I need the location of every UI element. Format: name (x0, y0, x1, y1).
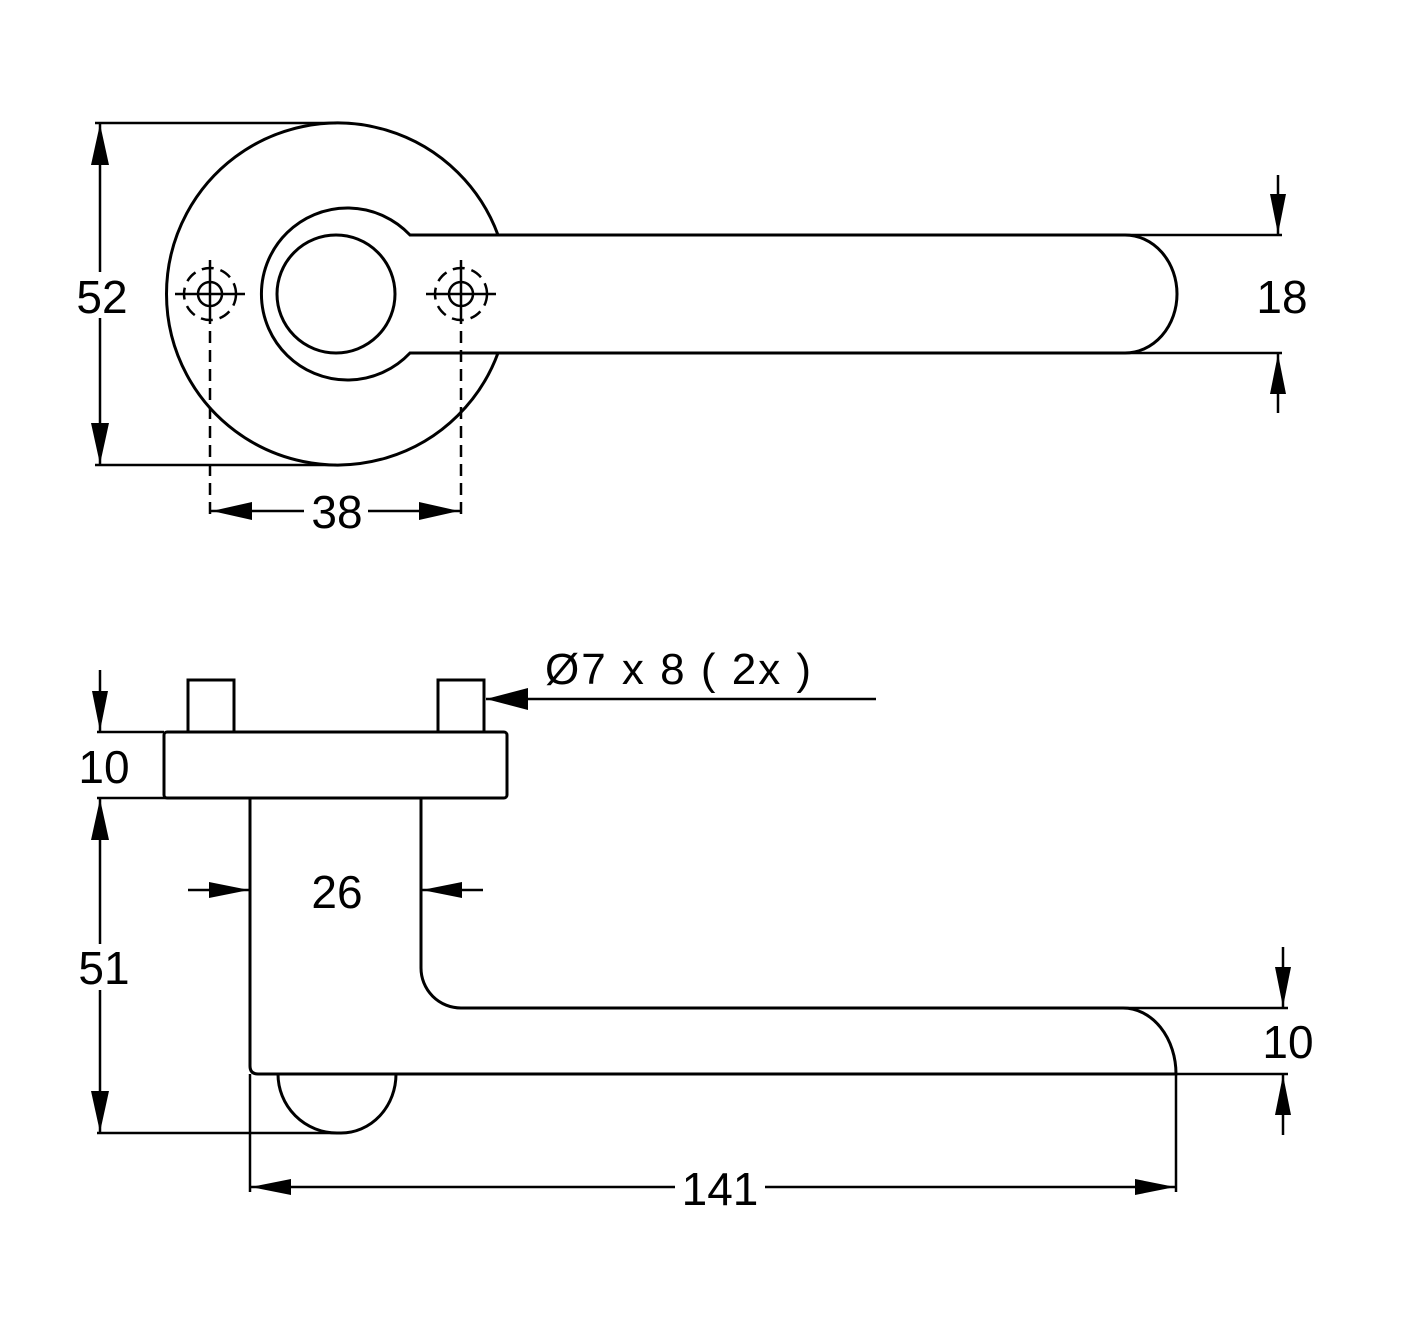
dim-26-label: 26 (311, 866, 362, 918)
rose-plate (162, 730, 509, 800)
screw-note-label: Ø7 x 8 ( 2x ) (545, 645, 813, 694)
lever-collar (259, 206, 1179, 382)
dimension-lever-thickness: 10 (1123, 947, 1314, 1135)
screw-hole-left (175, 260, 245, 322)
screw-pin-right (436, 678, 486, 734)
dimension-handle-width: 18 (1125, 175, 1308, 413)
dim-18-label: 18 (1256, 271, 1307, 323)
dimension-height: 51 (72, 798, 340, 1135)
dim-10-rose-label: 10 (78, 741, 129, 793)
screw-hole-right (426, 260, 496, 322)
screw-pin-left (186, 678, 236, 734)
dimension-rose-thickness: 10 (78, 670, 250, 800)
neck-bottom-curve (276, 1073, 398, 1135)
dim-141-label: 141 (682, 1163, 759, 1215)
lever-body (248, 798, 1178, 1076)
dim-51-label: 51 (78, 942, 129, 994)
dimension-length: 141 (248, 1074, 1178, 1215)
top-view: 52 38 18 (70, 121, 1308, 538)
dimension-screw-spacing: 38 (208, 312, 463, 538)
dim-38-label: 38 (311, 486, 362, 538)
dim-52-label: 52 (76, 271, 127, 323)
screw-note: Ø7 x 8 ( 2x ) (486, 645, 876, 710)
spindle-hole (275, 233, 397, 355)
dimension-neck-width: 26 (188, 866, 483, 918)
side-view: Ø7 x 8 ( 2x ) 10 51 26 (72, 645, 1314, 1215)
dim-10-lever-label: 10 (1262, 1016, 1313, 1068)
dimension-rose-diameter: 52 (70, 121, 336, 467)
rose-outline (165, 121, 500, 467)
